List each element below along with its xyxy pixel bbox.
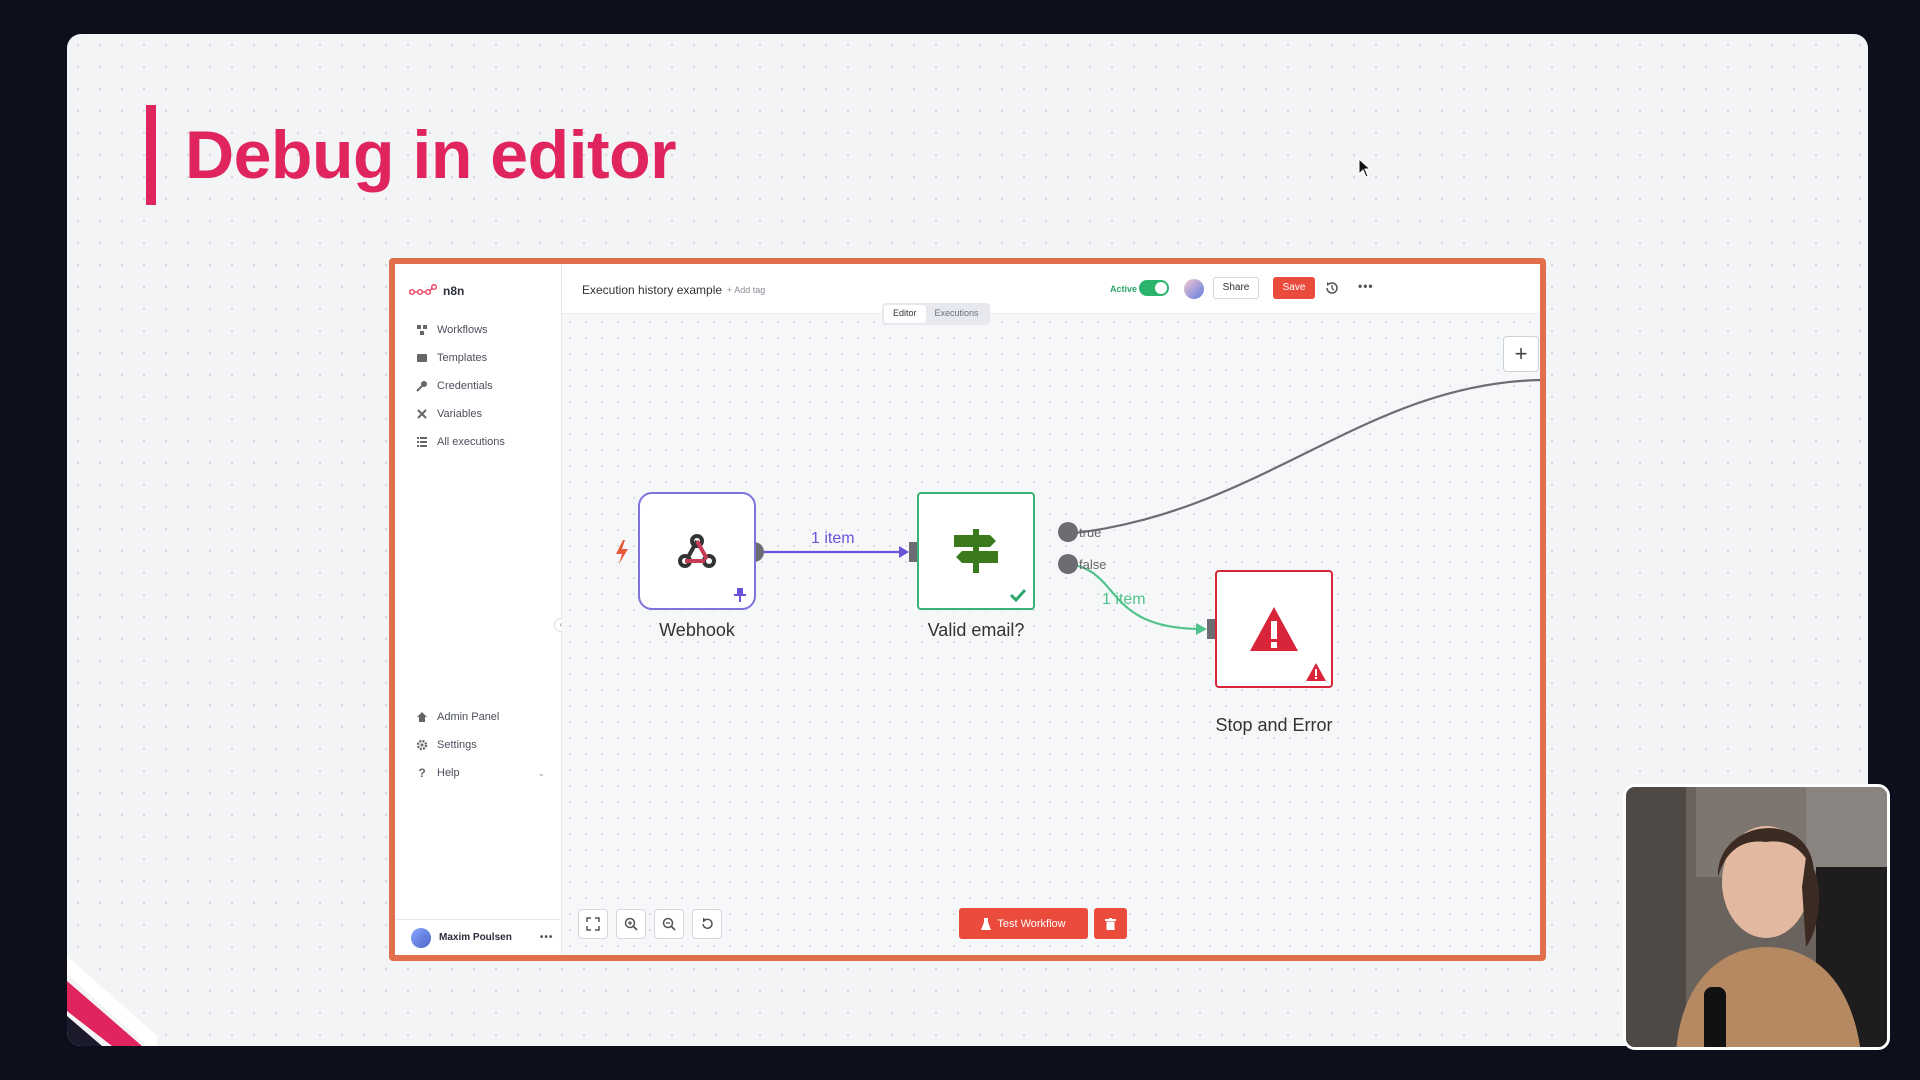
n8n-app-window: n8n Workflows Templates Credentials Vari… <box>389 258 1546 961</box>
trigger-bolt-icon <box>616 540 628 564</box>
trash-icon <box>1105 917 1116 930</box>
templates-icon <box>415 351 429 365</box>
sidebar-item-label: Credentials <box>437 380 493 392</box>
warning-icon <box>1250 607 1298 651</box>
webcam-video <box>1623 784 1890 1050</box>
node-label: Stop and Error <box>1215 715 1333 735</box>
variables-icon <box>415 407 429 421</box>
sidebar-item-templates[interactable]: Templates <box>415 351 487 365</box>
connection-item-count: 1 item <box>1102 591 1146 608</box>
sidebar-item-admin-panel[interactable]: Admin Panel <box>415 710 499 724</box>
mouse-cursor-icon <box>1358 158 1372 178</box>
slide-title: Debug in editor <box>185 117 677 193</box>
sidebar-item-label: Templates <box>437 352 488 364</box>
zoom-in-button[interactable] <box>616 909 646 939</box>
zoom-out-button[interactable] <box>654 909 684 939</box>
history-icon[interactable] <box>1324 280 1340 296</box>
help-icon: ? <box>418 766 426 780</box>
tab-executions[interactable]: Executions <box>934 308 979 318</box>
error-input-handle[interactable] <box>1207 619 1215 639</box>
add-node-button[interactable]: + <box>1503 336 1539 372</box>
top-bar: Execution history example + Add tag Acti… <box>562 264 1540 314</box>
connections-layer <box>744 378 1540 639</box>
clear-execution-button[interactable] <box>1094 908 1127 939</box>
sidebar-item-settings[interactable]: Settings <box>415 738 477 752</box>
active-label: Active <box>1110 284 1138 294</box>
sidebar-item-label: Help <box>437 767 460 779</box>
node-label: Valid email? <box>927 620 1025 640</box>
sidebar-item-credentials[interactable]: Credentials <box>415 379 493 393</box>
workflow-name[interactable]: Execution history example <box>582 283 723 297</box>
workflows-icon <box>415 323 429 337</box>
active-toggle[interactable] <box>1139 280 1169 296</box>
error-badge-icon <box>1306 663 1326 681</box>
save-button[interactable]: Save <box>1273 277 1315 299</box>
fit-view-icon <box>586 917 600 931</box>
if-signpost-icon <box>954 529 998 573</box>
false-output-handle[interactable] <box>1058 554 1078 574</box>
home-icon <box>415 710 429 724</box>
zoom-in-icon <box>624 917 638 931</box>
more-options-icon[interactable]: ••• <box>1358 279 1374 293</box>
true-output-label: true <box>1079 525 1102 540</box>
connection-arrow-icon <box>899 546 909 558</box>
reset-icon <box>702 917 713 929</box>
pin-icon <box>734 588 746 602</box>
tab-editor[interactable]: Editor <box>884 305 926 323</box>
workflow-canvas[interactable]: + <box>562 314 1540 955</box>
user-menu[interactable]: Maxim Poulsen ••• <box>395 919 562 955</box>
add-tag-link[interactable]: + Add tag <box>727 285 766 295</box>
false-output-connection <box>1066 562 1203 631</box>
sidebar-item-help[interactable]: ? Help ⌄ <box>415 766 545 780</box>
sidebar-item-label: All executions <box>437 436 505 448</box>
zoom-out-icon <box>662 917 676 931</box>
if-input-handle[interactable] <box>909 542 917 562</box>
view-tabs: Editor Executions <box>882 303 990 325</box>
logo-text: n8n <box>443 284 465 298</box>
gear-icon <box>415 738 429 752</box>
connection-arrow-icon <box>1196 623 1207 635</box>
corner-stripe-decoration <box>67 956 157 1046</box>
presentation-slide: Debug in editor n8n Wo <box>67 34 1868 1046</box>
user-name: Maxim Poulsen <box>439 932 512 943</box>
reset-zoom-button[interactable] <box>692 909 722 939</box>
avatar <box>411 927 431 948</box>
presenter-video-frame <box>1626 787 1887 1047</box>
sidebar-item-label: Settings <box>437 739 477 751</box>
success-check-icon <box>1009 588 1027 602</box>
title-accent-bar <box>146 105 156 205</box>
flask-icon <box>981 917 992 930</box>
share-button[interactable]: Share <box>1213 277 1259 299</box>
true-output-handle[interactable] <box>1058 522 1078 542</box>
chevron-down-icon: ⌄ <box>537 767 545 778</box>
sidebar-item-all-executions[interactable]: All executions <box>415 435 505 449</box>
list-icon <box>415 435 429 449</box>
n8n-logo-icon <box>409 284 437 296</box>
sidebar-item-label: Variables <box>437 408 483 420</box>
false-output-label: false <box>1079 557 1107 572</box>
test-workflow-label: Test Workflow <box>997 917 1066 930</box>
logo[interactable]: n8n <box>409 284 464 298</box>
more-options-icon[interactable]: ••• <box>539 932 554 943</box>
valid-email-node[interactable] <box>917 492 1035 610</box>
canvas-toolbar <box>578 909 722 939</box>
key-icon <box>415 379 429 393</box>
sidebar-item-label: Admin Panel <box>437 711 500 723</box>
connection-item-count: 1 item <box>811 530 855 547</box>
stop-and-error-node[interactable] <box>1215 570 1333 688</box>
webhook-icon <box>678 534 716 568</box>
test-workflow-button[interactable]: Test Workflow <box>959 908 1088 939</box>
sidebar: n8n Workflows Templates Credentials Vari… <box>395 264 562 955</box>
node-label: Webhook <box>659 620 735 640</box>
sidebar-item-workflows[interactable]: Workflows <box>415 323 488 337</box>
fit-view-button[interactable] <box>578 909 608 939</box>
true-output-connection <box>1066 378 1540 536</box>
sidebar-item-label: Workflows <box>437 324 488 336</box>
webhook-node[interactable] <box>638 492 756 610</box>
collaborator-avatar <box>1184 279 1204 299</box>
sidebar-item-variables[interactable]: Variables <box>415 407 482 421</box>
